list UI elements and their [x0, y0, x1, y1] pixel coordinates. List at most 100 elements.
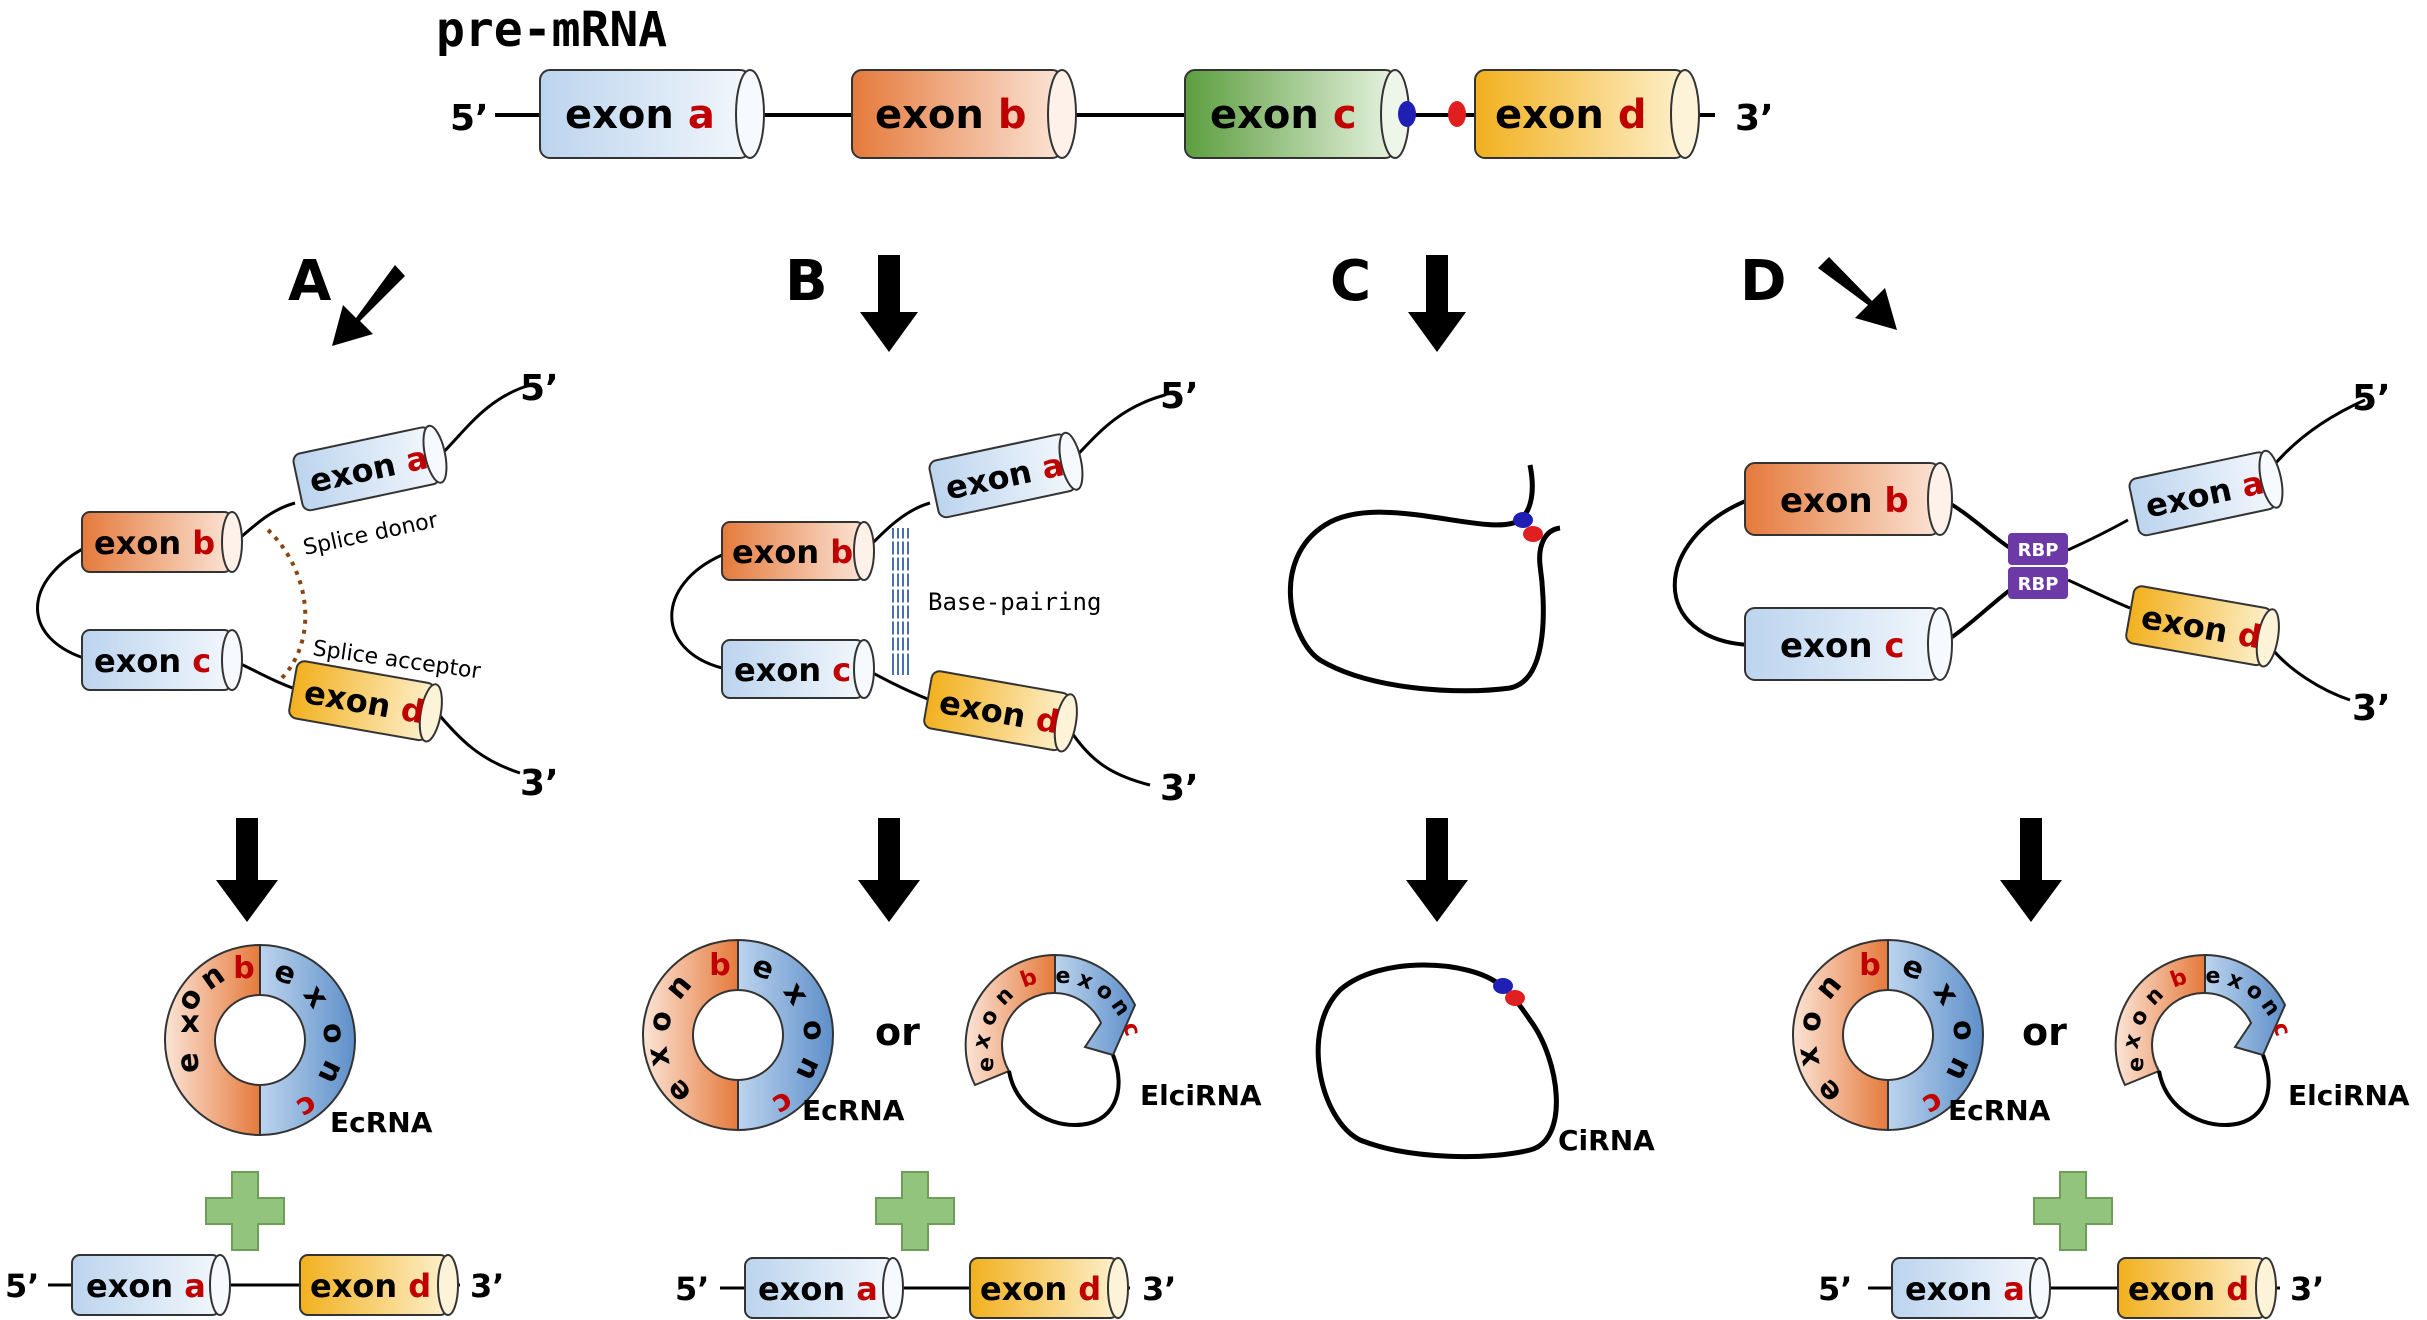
arrow-panel-d [1818, 257, 1897, 330]
svg-text:exon a: exon a [1905, 1270, 2025, 1308]
splice-site-red-dot [1448, 101, 1466, 127]
svg-text:b: b [1859, 948, 1880, 983]
svg-text:exon b: exon b [1780, 481, 1909, 521]
panel-a-structure: exon b exon c exon a exon d 5’ 3’ Splice… [36, 368, 559, 804]
svg-text:o: o [1945, 1018, 1982, 1042]
panel-label-c: C [1330, 249, 1371, 314]
panel-b-3prime: 3’ [1160, 768, 1199, 809]
panel-b-exon-c: exon c [721, 639, 875, 699]
arrow-down-d [2000, 818, 2062, 922]
svg-text:exon a: exon a [86, 1267, 206, 1305]
panel-b-structure: exon b exon c exon a exon d 5’ 3’ Base-p… [670, 376, 1199, 809]
panel-label-d: D [1740, 249, 1786, 314]
arrow-panel-a [332, 265, 405, 346]
or-label-d: or [2022, 1010, 2067, 1054]
pre-mrna-3prime: 3’ [1735, 98, 1774, 139]
ecrna-ring-a: e x o n b e x o n c [164, 943, 356, 1137]
cirna-loop [1315, 962, 1559, 1160]
pre-mrna-5prime: 5’ [450, 98, 489, 139]
svg-text:5’: 5’ [5, 1267, 39, 1305]
svg-text:exon a: exon a [565, 92, 715, 138]
linear-product-d: 5’ 3’ exon a exon d [1818, 1257, 2324, 1319]
pre-mrna-title: pre-mRNA [436, 2, 667, 58]
rbp-label-top: RBP [2018, 540, 2059, 561]
svg-text:e: e [2206, 964, 2221, 989]
panel-label-b: B [785, 249, 828, 314]
panel-d-exon-b: exon b [1744, 462, 1953, 536]
svg-text:exon c: exon c [1210, 92, 1357, 138]
elcirna-label-b: ElciRNA [1140, 1079, 1262, 1112]
rbp-label-bottom: RBP [2018, 574, 2059, 595]
arrow-panel-b [860, 255, 918, 352]
pre-mrna-exon-d: exon d [1474, 69, 1700, 159]
svg-text:exon c: exon c [94, 642, 211, 680]
svg-text:x: x [969, 1031, 997, 1051]
panel-a-3prime: 3’ [520, 763, 559, 804]
svg-text:c: c [2268, 1020, 2296, 1039]
svg-text:exon d: exon d [1495, 92, 1646, 138]
ecrna-ring-b: e x o n b e x o n c [640, 938, 834, 1132]
svg-text:x: x [2119, 1031, 2147, 1051]
linear-product-a: 5’ 3’ exon a exon d [5, 1254, 504, 1316]
svg-text:b: b [233, 951, 254, 986]
svg-text:e: e [1056, 964, 1071, 989]
cirna-label: CiRNA [1558, 1124, 1655, 1157]
panel-d-exon-d: exon d [2125, 585, 2280, 668]
svg-text:e: e [973, 1056, 999, 1073]
elcirna-b: e x o n b e x o n c [964, 953, 1146, 1128]
panel-b-exon-b: exon b [721, 521, 875, 581]
splice-site-blue-dot [1398, 101, 1416, 127]
arrow-panel-c [1408, 255, 1466, 352]
panel-b-exon-a: exon a [928, 431, 1084, 519]
panel-b-exon-d: exon d [923, 670, 1078, 753]
svg-text:exon b: exon b [732, 533, 853, 571]
svg-text:exon c: exon c [1780, 626, 1905, 666]
elcirna-d: e x o n b e x o n c [2114, 953, 2296, 1128]
svg-text:e: e [2123, 1056, 2149, 1073]
svg-text:exon a: exon a [758, 1270, 878, 1308]
svg-text:o: o [795, 1018, 832, 1042]
svg-text:exon c: exon c [734, 651, 851, 689]
pre-mrna-exon-a: exon a [539, 69, 765, 159]
svg-text:5’: 5’ [1818, 1270, 1852, 1308]
panel-b-5prime: 5’ [1160, 376, 1199, 417]
elcirna-label-d: ElciRNA [2288, 1079, 2410, 1112]
svg-text:exon b: exon b [875, 92, 1026, 138]
panel-d-3prime: 3’ [2352, 688, 2391, 729]
rbp-badge-bottom [2008, 567, 2068, 599]
base-pairing-label: Base-pairing [928, 588, 1101, 616]
svg-text:e: e [170, 1051, 207, 1074]
panel-d-5prime: 5’ [2352, 378, 2391, 419]
svg-text:b: b [709, 948, 730, 983]
plus-icon-d [2033, 1171, 2113, 1251]
ecrna-label-b: EcRNA [802, 1094, 905, 1127]
arrow-down-b [858, 818, 920, 922]
panel-a-5prime: 5’ [520, 368, 559, 409]
arrow-down-a [216, 818, 278, 922]
svg-text:3’: 3’ [2290, 1270, 2324, 1308]
plus-icon-b [875, 1171, 955, 1251]
ecrna-label-d: EcRNA [1948, 1094, 2051, 1127]
panel-d-exon-a: exon a [2128, 449, 2284, 537]
panel-d-structure: exon b exon c RBP RBP exon a exon d 5’ 3… [1672, 378, 2391, 729]
svg-text:o: o [315, 1021, 352, 1045]
arrow-down-c [1406, 818, 1468, 922]
panel-c-structure [1287, 464, 1561, 694]
rbp-badge-top [2008, 533, 2068, 565]
panel-label-a: A [288, 249, 332, 314]
panel-a-exon-b: exon b [81, 511, 243, 573]
ecrna-label-a: EcRNA [330, 1106, 433, 1139]
ecrna-ring-d: e x o n b e x o n c [1790, 938, 1984, 1132]
svg-text:exon b: exon b [94, 524, 215, 562]
pre-mrna-exon-b: exon b [851, 69, 1077, 159]
svg-text:c: c [1118, 1020, 1146, 1039]
svg-text:exon d: exon d [310, 1267, 431, 1305]
svg-text:exon d: exon d [980, 1270, 1101, 1308]
pre-mrna-exon-c: exon c [1184, 69, 1410, 159]
svg-text:5’: 5’ [675, 1270, 709, 1308]
panel-a-exon-d: exon d [288, 660, 443, 743]
panel-a-exon-c: exon c [81, 629, 243, 691]
svg-text:3’: 3’ [470, 1267, 504, 1305]
or-label-b: or [875, 1010, 920, 1054]
